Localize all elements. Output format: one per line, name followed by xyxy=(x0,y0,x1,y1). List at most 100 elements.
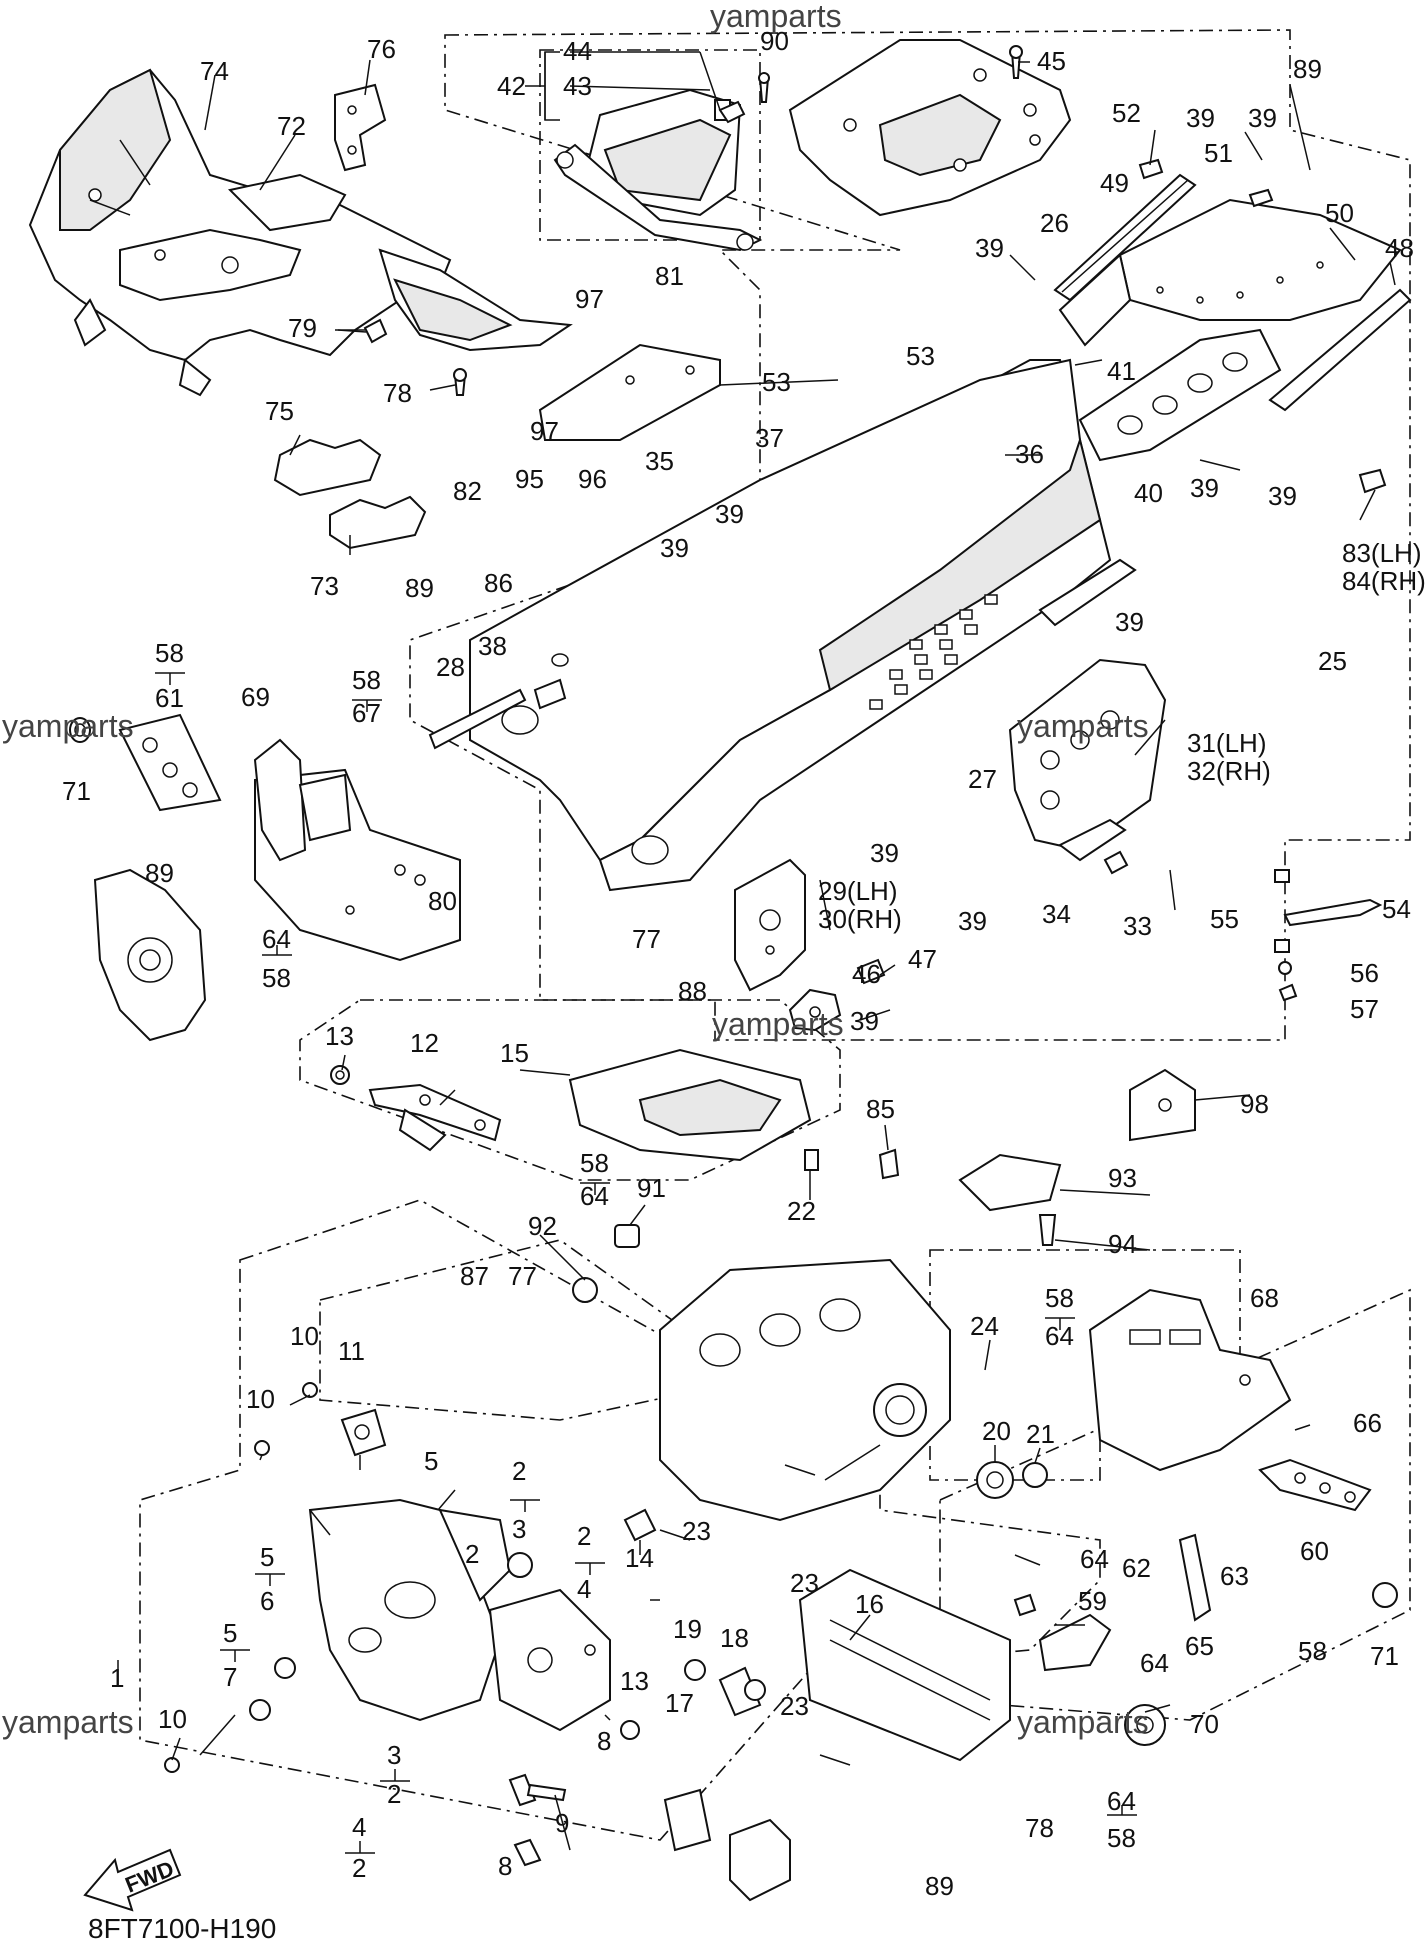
label-39: 39 xyxy=(958,906,987,936)
rail-48 xyxy=(1268,288,1412,412)
nut-13a xyxy=(330,1065,350,1085)
bumper-69 xyxy=(253,738,461,962)
label-57: 57 xyxy=(1350,994,1379,1024)
rear-tunnel-50 xyxy=(1058,198,1402,347)
label-24: 24 xyxy=(970,1311,999,1341)
bracket-98 xyxy=(1129,1068,1196,1142)
bushing-17 xyxy=(718,1666,762,1717)
pulley-cover-89 xyxy=(93,868,207,1042)
label-77: 77 xyxy=(508,1261,537,1291)
label-75: 75 xyxy=(265,396,294,426)
plate-46 xyxy=(788,988,842,1032)
label-14: 14 xyxy=(625,1543,654,1573)
label-5: 5 xyxy=(424,1446,438,1476)
label-58: 58 xyxy=(1298,1636,1327,1666)
watermark-text: yamparts xyxy=(712,1006,844,1042)
bolt-33 xyxy=(1103,850,1129,875)
bracket-60 xyxy=(1258,1458,1372,1512)
rail-49 xyxy=(1053,173,1197,302)
label-8: 8 xyxy=(597,1726,611,1756)
rail-16 xyxy=(798,1568,1011,1762)
label-8: 8 xyxy=(498,1851,512,1881)
label-35: 35 xyxy=(645,446,674,476)
bracket-34 xyxy=(1058,818,1127,862)
label-16: 16 xyxy=(855,1589,884,1619)
label-92: 92 xyxy=(528,1211,557,1241)
label-18: 18 xyxy=(720,1623,749,1653)
cover-96 xyxy=(538,343,721,441)
label-48: 48 xyxy=(1385,233,1414,263)
label-2: 2 xyxy=(512,1456,526,1486)
label-70: 70 xyxy=(1190,1709,1219,1739)
nose-pan-72 xyxy=(28,68,573,397)
mat-73 xyxy=(329,495,427,550)
label-2: 2 xyxy=(387,1779,401,1809)
label-23: 23 xyxy=(790,1568,819,1598)
group-boundary-front-frame xyxy=(139,1199,1101,1841)
label-96: 96 xyxy=(578,464,607,494)
plate-29-30 xyxy=(734,858,806,992)
nut-59 xyxy=(1013,1593,1037,1617)
seat-bracket-42 xyxy=(553,88,763,252)
label-42: 42 xyxy=(497,71,526,101)
label-58: 58 xyxy=(262,963,291,993)
label-76: 76 xyxy=(367,34,396,64)
label-33: 33 xyxy=(1123,911,1152,941)
label-97: 97 xyxy=(530,416,559,446)
bolt-47 xyxy=(856,958,886,985)
label-64: 64 xyxy=(1045,1321,1074,1351)
label-98: 98 xyxy=(1240,1089,1269,1119)
label-34: 34 xyxy=(1042,899,1071,929)
label-69: 69 xyxy=(241,682,270,712)
damper-91 xyxy=(614,1224,640,1248)
group-boundary-upper xyxy=(409,29,1411,1041)
diagram-code: 8FT7100-H190 xyxy=(88,1913,276,1944)
label-44: 44 xyxy=(563,36,592,66)
brace-63 xyxy=(1178,1533,1212,1622)
label-64: 64 xyxy=(580,1181,609,1211)
bolt-43 xyxy=(718,100,746,124)
label-63: 63 xyxy=(1220,1561,1249,1591)
label-58: 58 xyxy=(1045,1283,1074,1313)
label-88: 88 xyxy=(678,976,707,1006)
bracket-83-84 xyxy=(1358,468,1387,494)
label-71: 71 xyxy=(1370,1641,1399,1671)
label-39: 39 xyxy=(1268,481,1297,511)
bushing-71a xyxy=(69,717,91,743)
label-66: 66 xyxy=(1353,1408,1382,1438)
label-27: 27 xyxy=(968,764,997,794)
bearing-20 xyxy=(976,1461,1014,1499)
rivet-78 xyxy=(453,368,467,396)
nut-22 xyxy=(804,1149,819,1171)
label-89: 89 xyxy=(1293,54,1322,84)
label-58: 58 xyxy=(1107,1823,1136,1853)
label-39: 39 xyxy=(1248,103,1277,133)
label-45: 45 xyxy=(1037,46,1066,76)
nut-10c xyxy=(164,1757,180,1773)
label-10: 10 xyxy=(290,1321,319,1351)
label-39: 39 xyxy=(660,533,689,563)
label-64: 64 xyxy=(262,924,291,954)
watermark-text: yamparts xyxy=(1017,708,1149,744)
clip-52 xyxy=(1138,158,1164,180)
label-3: 3 xyxy=(512,1514,526,1544)
label-10: 10 xyxy=(246,1384,275,1414)
label-43: 43 xyxy=(563,71,592,101)
label-59: 59 xyxy=(1078,1586,1107,1616)
label-39: 39 xyxy=(870,838,899,868)
label-73: 73 xyxy=(310,571,339,601)
bracket-38 xyxy=(533,678,567,710)
label-60: 60 xyxy=(1300,1536,1329,1566)
label-22: 22 xyxy=(787,1196,816,1226)
label-58: 58 xyxy=(352,665,381,695)
label-17: 17 xyxy=(665,1688,694,1718)
label-12: 12 xyxy=(410,1028,439,1058)
extrusion-40 xyxy=(1078,328,1282,462)
label-84: 84(RH) xyxy=(1342,566,1426,596)
label-23: 23 xyxy=(780,1691,809,1721)
label-39: 39 xyxy=(1115,607,1144,637)
label-91: 91 xyxy=(637,1173,666,1203)
label-2: 2 xyxy=(577,1521,591,1551)
label-25: 25 xyxy=(1318,646,1347,676)
label-95: 95 xyxy=(515,464,544,494)
